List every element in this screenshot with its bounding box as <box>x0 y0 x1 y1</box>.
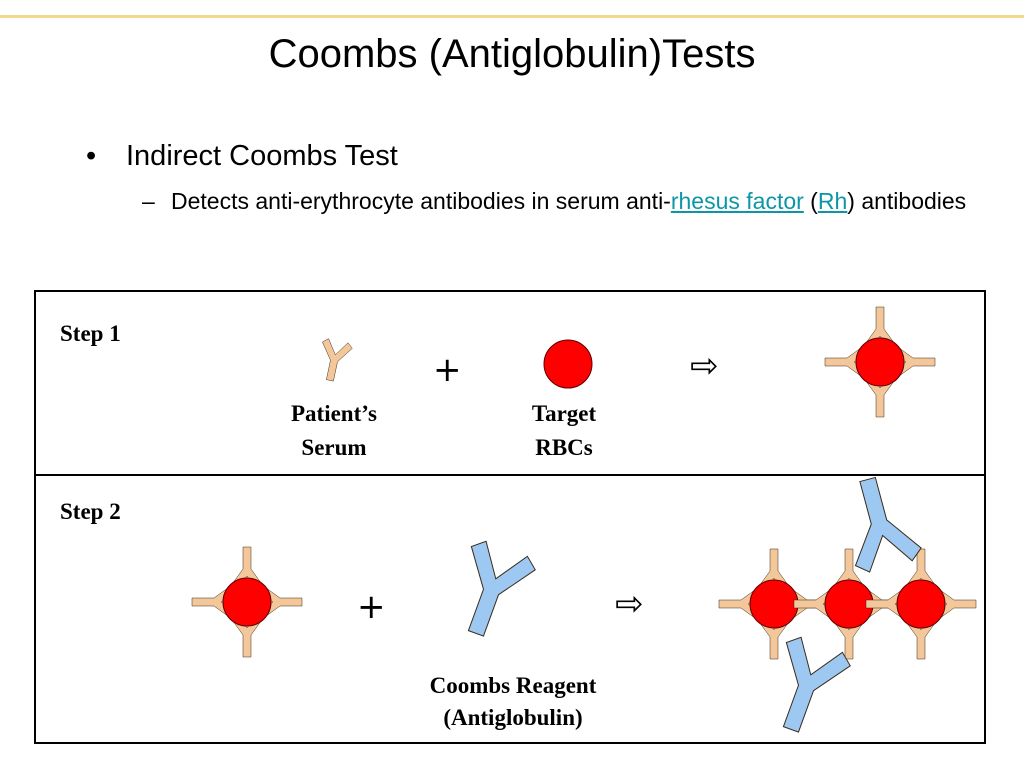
page-title: Coombs (Antiglobulin)Tests <box>268 32 756 76</box>
top-rule <box>0 15 1024 18</box>
step2-panel <box>34 474 986 744</box>
step2-arrow-icon: ⇨ <box>615 584 644 624</box>
rh-link[interactable]: Rh <box>817 188 848 214</box>
agglutinated-rbc-red-blood-cell <box>749 579 799 629</box>
step1-plus-sign: + <box>433 350 462 390</box>
target-rbcs-label-line1: Target <box>531 401 597 426</box>
patient-serum-label-line1: Patient’s <box>290 401 377 426</box>
bullet-text: Indirect Coombs Test <box>126 140 398 172</box>
sub-bullet-marker: – <box>142 188 155 214</box>
patient-serum-label-line2: Serum <box>301 435 367 460</box>
bullet-marker: • <box>86 140 97 172</box>
patient-antibody-icon <box>314 337 354 384</box>
sub-text-part: ) antibodies <box>847 188 967 214</box>
step2-label: Step 2 <box>60 499 121 524</box>
coombs-reagent-label-line1: Coombs Reagent <box>429 673 597 698</box>
rhesus-factor-link[interactable]: rhesus factor <box>670 188 804 214</box>
target-rbcs-label-line2: RBCs <box>535 435 593 460</box>
sub-text-part: ( <box>803 188 818 214</box>
sensitized-rbc-red-blood-cell <box>855 337 905 387</box>
step1-arrow-icon: ⇨ <box>690 346 719 386</box>
target-rbc-icon <box>543 339 593 389</box>
step2-plus-sign: + <box>357 587 386 627</box>
coombs-reagent-antibody-icon <box>443 536 540 646</box>
step1-label: Step 1 <box>60 321 121 346</box>
sensitized-rbc-step2-red-blood-cell <box>222 577 272 627</box>
sub-bullet-text: Detects anti-erythrocyte antibodies in s… <box>171 185 971 218</box>
agglutinated-rbc-red-blood-cell <box>896 579 946 629</box>
sub-text-part: Detects anti-erythrocyte antibodies in s… <box>171 188 671 214</box>
coombs-reagent-label-line2: (Antiglobulin) <box>443 705 583 730</box>
